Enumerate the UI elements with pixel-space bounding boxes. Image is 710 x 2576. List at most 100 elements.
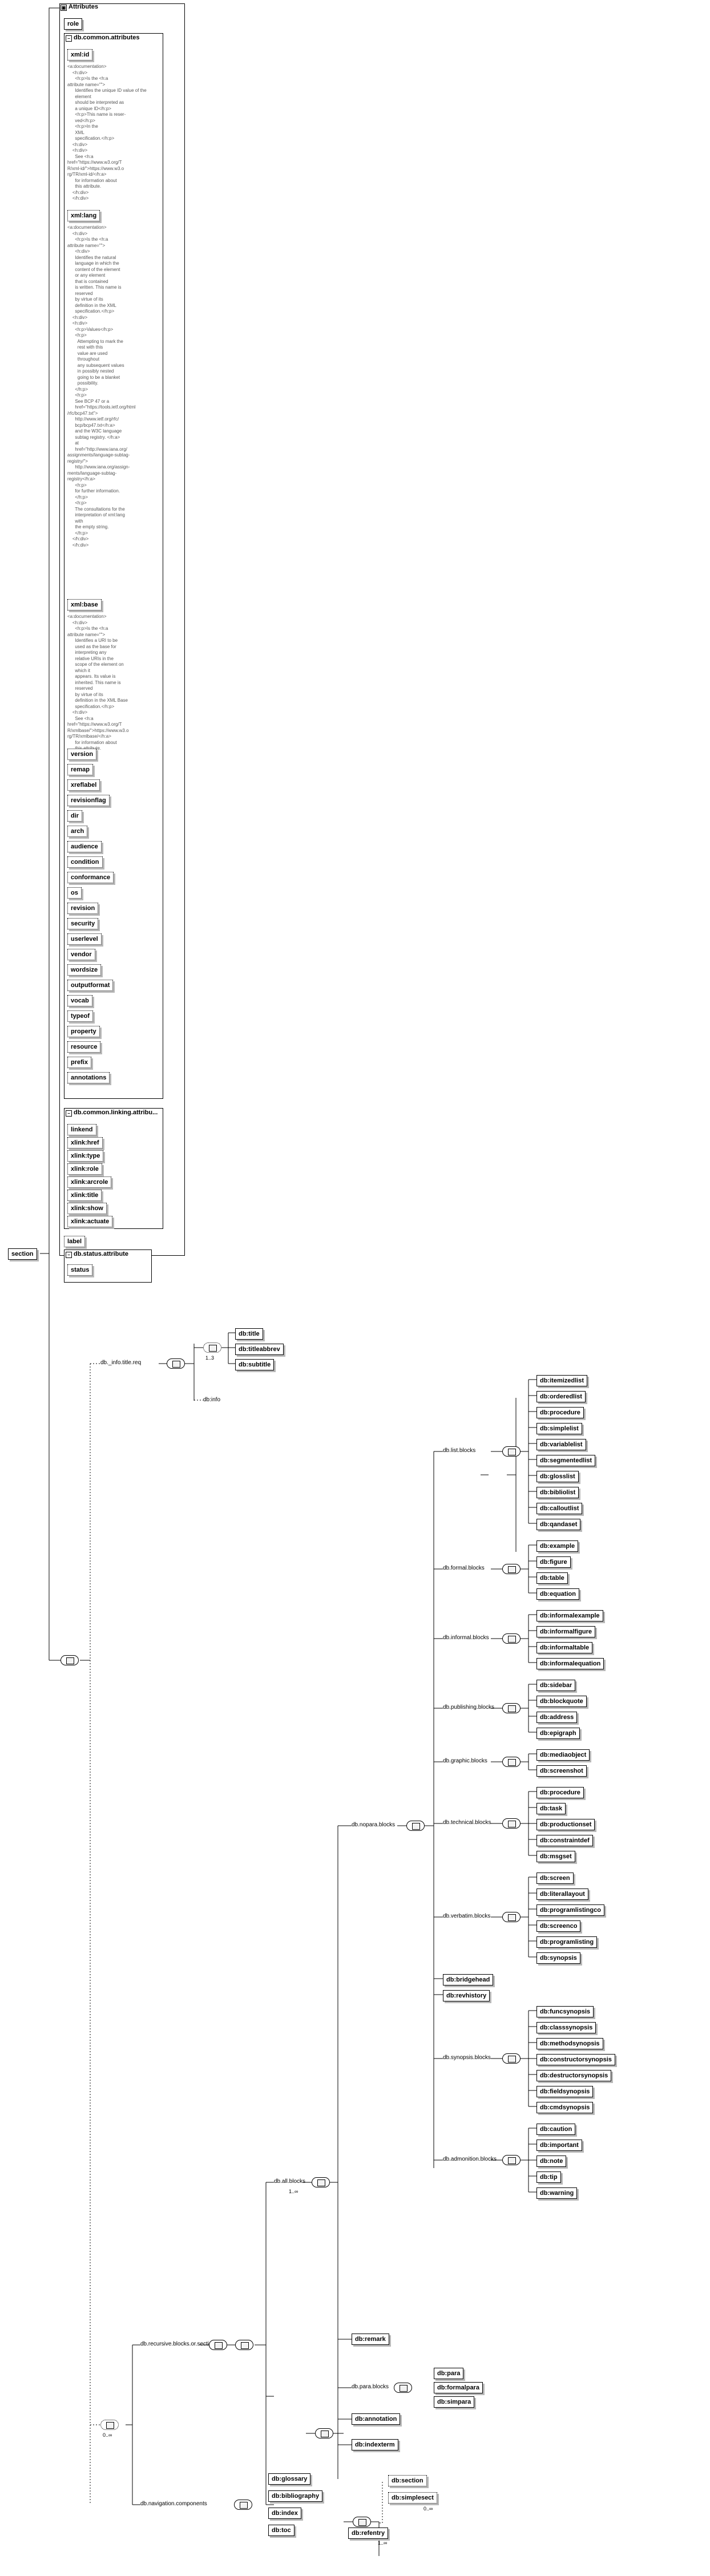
attr-status[interactable]: status <box>67 1264 93 1276</box>
choice-compositor-navigation[interactable] <box>234 2500 252 2510</box>
choice-compositor-titles[interactable] <box>203 1342 221 1353</box>
db-literallayout[interactable]: db:literallayout <box>536 1888 588 1900</box>
attr-vocab[interactable]: vocab <box>67 995 92 1006</box>
db-graphic-blocks-choice-compositor[interactable] <box>502 1757 521 1767</box>
db-note[interactable]: db:note <box>536 2156 567 2167</box>
db-variablelist[interactable]: db:variablelist <box>536 1439 586 1450</box>
choice-compositor-para[interactable] <box>394 2383 412 2393</box>
db-title[interactable]: db:title <box>235 1328 263 1340</box>
attr-version[interactable]: version <box>67 749 97 760</box>
db-productionset[interactable]: db:productionset <box>536 1819 595 1830</box>
db-verbatim-blocks-choice-compositor[interactable] <box>502 1912 521 1922</box>
db-segmentedlist[interactable]: db:segmentedlist <box>536 1455 596 1466</box>
choice-compositor-all-blocks[interactable] <box>312 2177 330 2187</box>
db-screenco[interactable]: db:screenco <box>536 1920 581 1932</box>
db-blockquote[interactable]: db:blockquote <box>536 1696 587 1707</box>
db-simplesect[interactable]: db:simplesect <box>388 2492 437 2504</box>
db-technical-blocks-choice-compositor[interactable] <box>502 1818 521 1829</box>
db-epigraph[interactable]: db:epigraph <box>536 1728 580 1739</box>
db-synopsis-blocks-choice-compositor[interactable] <box>502 2053 521 2064</box>
db-table[interactable]: db:table <box>536 1572 568 1584</box>
db-msgset[interactable]: db:msgset <box>536 1851 575 1862</box>
db-simpara[interactable]: db:simpara <box>434 2396 475 2408</box>
db-formal-blocks-choice-compositor[interactable] <box>502 1564 521 1574</box>
db-sidebar[interactable]: db:sidebar <box>536 1680 576 1691</box>
db-methodsynopsis[interactable]: db:methodsynopsis <box>536 2038 603 2049</box>
attr-wordsize[interactable]: wordsize <box>67 964 102 976</box>
db-example[interactable]: db:example <box>536 1540 579 1552</box>
attr-property[interactable]: property <box>67 1026 100 1037</box>
db-simplelist[interactable]: db:simplelist <box>536 1423 582 1434</box>
attr-xlink-title[interactable]: xlink:title <box>67 1190 102 1201</box>
db-screen[interactable]: db:screen <box>536 1873 574 1884</box>
attr-xlink-arcrole[interactable]: xlink:arcrole <box>67 1176 112 1188</box>
collapse-icon[interactable]: − <box>66 35 72 42</box>
db-calloutlist[interactable]: db:calloutlist <box>536 1503 583 1514</box>
attr-vendor[interactable]: vendor <box>67 949 95 960</box>
attr-arch[interactable]: arch <box>67 826 88 837</box>
attr-xlink-actuate[interactable]: xlink:actuate <box>67 1216 113 1227</box>
db-synopsis[interactable]: db:synopsis <box>536 1952 580 1964</box>
choice-compositor-sections[interactable] <box>315 2428 333 2438</box>
db-admonition-blocks-choice-compositor[interactable] <box>502 2155 521 2165</box>
db-toc[interactable]: db:toc <box>268 2525 295 2536</box>
choice-compositor-toplevel[interactable] <box>100 2420 119 2430</box>
attr-annotations[interactable]: annotations <box>67 1072 110 1083</box>
db-constraintdef[interactable]: db:constraintdef <box>536 1835 593 1846</box>
db-screenshot[interactable]: db:screenshot <box>536 1765 587 1777</box>
attr-condition[interactable]: condition <box>67 856 103 868</box>
db-titleabbrev[interactable]: db:titleabbrev <box>235 1344 284 1355</box>
db-remark[interactable]: db:remark <box>352 2334 389 2345</box>
db-figure[interactable]: db:figure <box>536 1556 571 1568</box>
attr-dir[interactable]: dir <box>67 810 83 822</box>
attr-typeof[interactable]: typeof <box>67 1010 93 1022</box>
db-informaltable[interactable]: db:informaltable <box>536 1642 593 1653</box>
db-glosslist[interactable]: db:glosslist <box>536 1471 579 1482</box>
attr-xml-lang[interactable]: xml:lang <box>67 210 100 221</box>
db-index[interactable]: db:index <box>268 2508 301 2519</box>
db-qandaset[interactable]: db:qandaset <box>536 1519 581 1530</box>
db-warning[interactable]: db:warning <box>536 2187 578 2199</box>
db-publishing-blocks-choice-compositor[interactable] <box>502 1703 521 1713</box>
db-programlisting[interactable]: db:programlisting <box>536 1936 598 1948</box>
attr-outputformat[interactable]: outputformat <box>67 980 114 991</box>
db-equation[interactable]: db:equation <box>536 1588 579 1600</box>
attr-xlink-type[interactable]: xlink:type <box>67 1150 104 1162</box>
db-para[interactable]: db:para <box>434 2368 464 2379</box>
attr-label[interactable]: label <box>64 1236 86 1247</box>
db-informalexample[interactable]: db:informalexample <box>536 1610 603 1621</box>
attr-remap[interactable]: remap <box>67 764 94 775</box>
db-programlistingco[interactable]: db:programlistingco <box>536 1904 604 1916</box>
collapse-icon[interactable]: − <box>66 1110 72 1117</box>
db-important[interactable]: db:important <box>536 2140 582 2151</box>
attr-xlink-show[interactable]: xlink:show <box>67 1203 107 1214</box>
db-caution[interactable]: db:caution <box>536 2124 576 2135</box>
choice-compositor-nopara[interactable] <box>406 1821 425 1831</box>
sequence-compositor-sections[interactable] <box>353 2517 371 2527</box>
db-section[interactable]: db:section <box>388 2475 427 2486</box>
attr-revision[interactable]: revision <box>67 903 99 914</box>
attr-role[interactable]: role <box>64 18 83 30</box>
db-informalfigure[interactable]: db:informalfigure <box>536 1626 596 1637</box>
attr-xreflabel[interactable]: xreflabel <box>67 779 100 791</box>
db-mediaobject[interactable]: db:mediaobject <box>536 1749 590 1761</box>
db-formalpara[interactable]: db:formalpara <box>434 2382 483 2393</box>
attr-security[interactable]: security <box>67 918 99 929</box>
attr-resource[interactable]: resource <box>67 1041 101 1053</box>
db-revhistory[interactable]: db:revhistory <box>443 1990 490 2001</box>
attr-xlink-role[interactable]: xlink:role <box>67 1163 102 1175</box>
attr-conformance[interactable]: conformance <box>67 872 114 883</box>
db-task[interactable]: db:task <box>536 1803 566 1814</box>
db-procedure[interactable]: db:procedure <box>536 1407 584 1418</box>
db-annotation[interactable]: db:annotation <box>352 2413 401 2425</box>
collapse-icon[interactable]: − <box>66 1252 72 1258</box>
attr-xml-base[interactable]: xml:base <box>67 599 102 610</box>
db-bibliography[interactable]: db:bibliography <box>268 2490 323 2502</box>
db-bridgehead[interactable]: db:bridgehead <box>443 1974 494 1985</box>
db-constructorsynopsis[interactable]: db:constructorsynopsis <box>536 2054 615 2065</box>
attr-xlink-href[interactable]: xlink:href <box>67 1137 103 1149</box>
sequence-compositor-recursive[interactable] <box>235 2340 253 2350</box>
choice-compositor[interactable] <box>167 1358 185 1369</box>
db-tip[interactable]: db:tip <box>536 2171 561 2183</box>
attr-revisionflag[interactable]: revisionflag <box>67 795 110 806</box>
